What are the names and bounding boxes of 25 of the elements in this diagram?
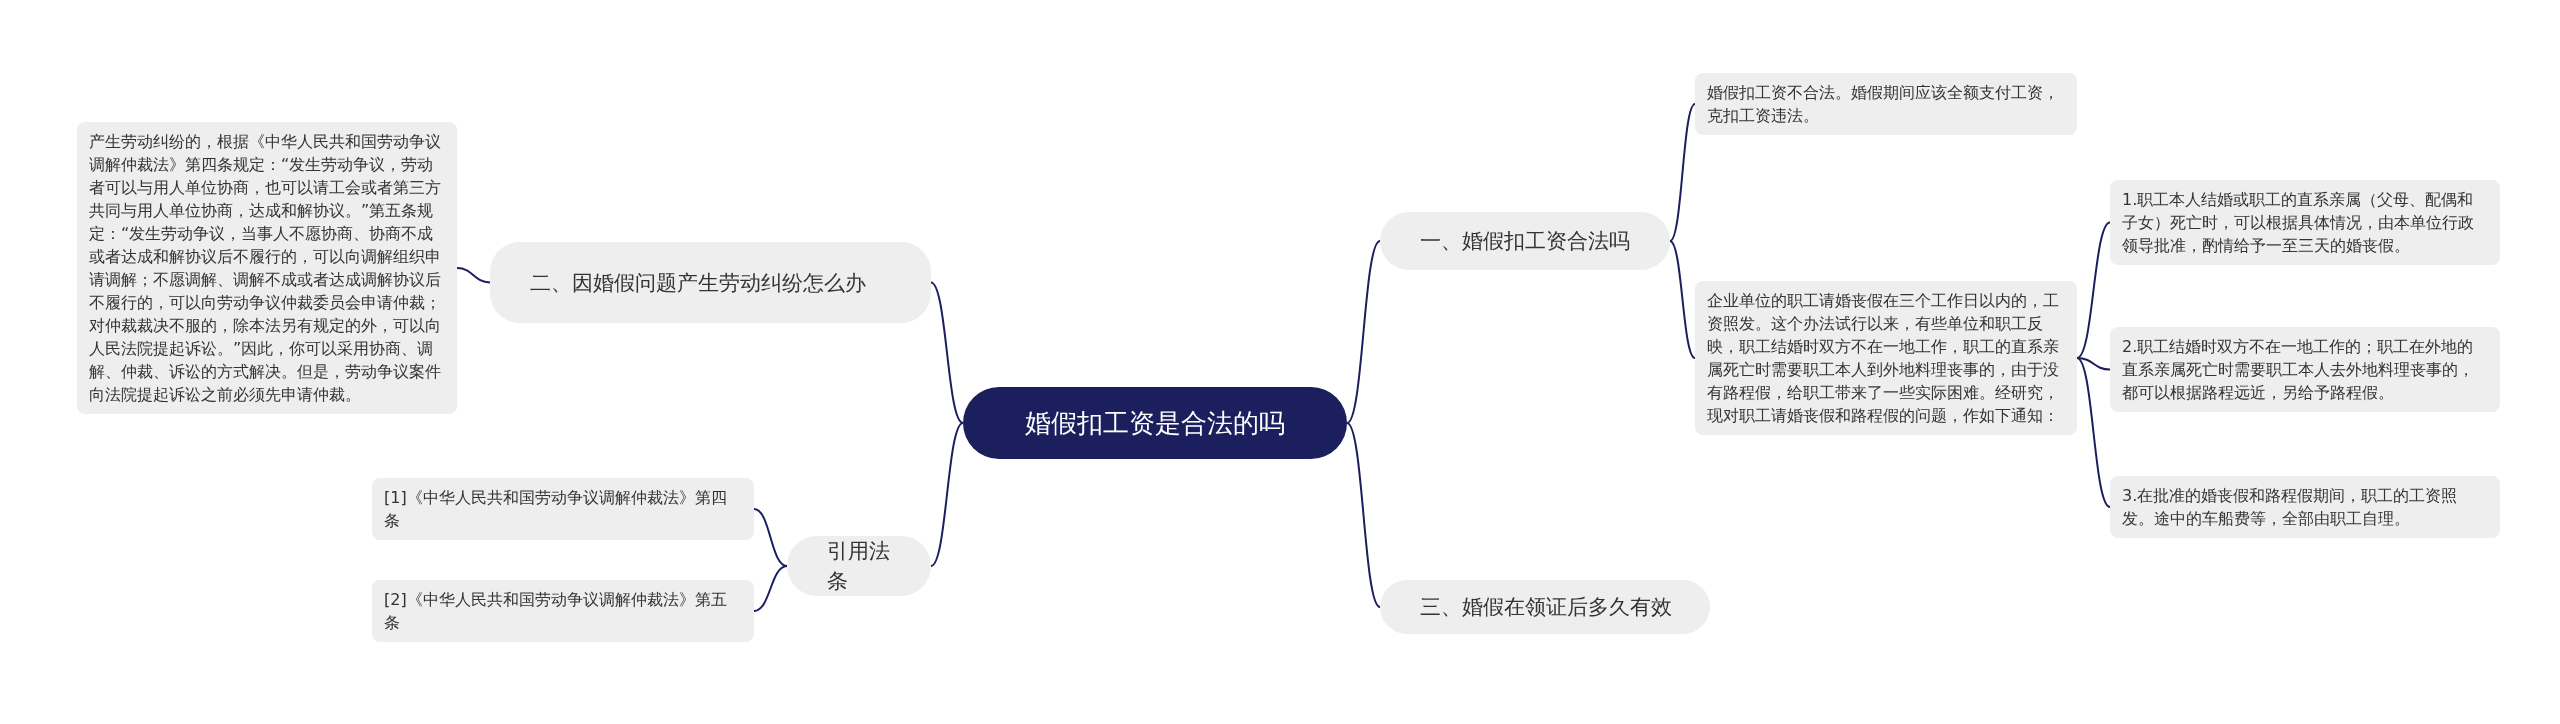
connector — [1346, 422, 1381, 608]
note-card: 产生劳动纠纷的，根据《中华人民共和国劳动争议调解仲裁法》第四条规定：“发生劳动争议，劳动者可以与用人单位协商，也可以请工会或者第三方共同与用人单位协商，达成和解协议。”第五条规定：“发生劳动争议，当事人不愿协商、协商不成或者达成和解协议后不履行的，可以向调解组织申请调解；不愿调解、调解不成或者达成调解协议后不履行的，可以向劳动争议仲裁委员会申请仲裁；对仲裁裁决不服的，除本法另有规定的外，可以向人民法院提起诉讼。”因此，你可以采用协商、调解、仲裁、诉讼的方式解决。但是，劳动争议案件向法院提起诉讼之前必须先申请仲裁。 — [77, 122, 457, 414]
connector — [930, 281, 964, 424]
connector — [2076, 221, 2111, 359]
note-card: 企业单位的职工请婚丧假在三个工作日以内的，工资照发。这个办法试行以来，有些单位和职工反映，职工结婚时双方不在一地工作，职工的直系亲属死亡时需要职工本人到外地料理丧事的，由于没有路程假，给职工带来了一些实际困难。经研究，现对职工请婚丧假和路程假的问题，作如下通知： — [1695, 281, 2077, 435]
note-card: 1.职工本人结婚或职工的直系亲属（父母、配偶和子女）死亡时，可以根据具体情况，由本单位行政领导批准，酌情给予一至三天的婚丧假。 — [2110, 180, 2500, 265]
note-card: 2.职工结婚时双方不在一地工作的；职工在外地的直系亲属死亡时需要职工本人去外地料理丧事的，都可以根据路程远近，另给予路程假。 — [2110, 327, 2500, 412]
note-card: [2]《中华人民共和国劳动争议调解仲裁法》第五条 — [372, 580, 754, 642]
topic-bubble: 三、婚假在领证后多久有效 — [1380, 580, 1710, 634]
connector — [456, 267, 491, 284]
connector — [753, 508, 788, 567]
connector — [1669, 240, 1696, 359]
connector — [1346, 240, 1381, 424]
topic-bubble: 一、婚假扣工资合法吗 — [1380, 212, 1670, 270]
note-card: 3.在批准的婚丧假和路程假期间，职工的工资照发。途中的车船费等，全部由职工自理。 — [2110, 476, 2500, 538]
note-card: 婚假扣工资不合法。婚假期间应该全额支付工资，克扣工资违法。 — [1695, 73, 2077, 135]
topic-bubble: 二、因婚假问题产生劳动纠纷怎么办 — [490, 242, 931, 323]
connector — [2076, 357, 2111, 371]
note-card: [1]《中华人民共和国劳动争议调解仲裁法》第四条 — [372, 478, 754, 540]
topic-bubble: 引用法条 — [787, 536, 931, 596]
central-topic: 婚假扣工资是合法的吗 — [963, 387, 1347, 459]
connector — [930, 422, 964, 567]
connector — [753, 565, 788, 612]
connector — [2076, 357, 2111, 508]
connector — [1669, 103, 1696, 242]
